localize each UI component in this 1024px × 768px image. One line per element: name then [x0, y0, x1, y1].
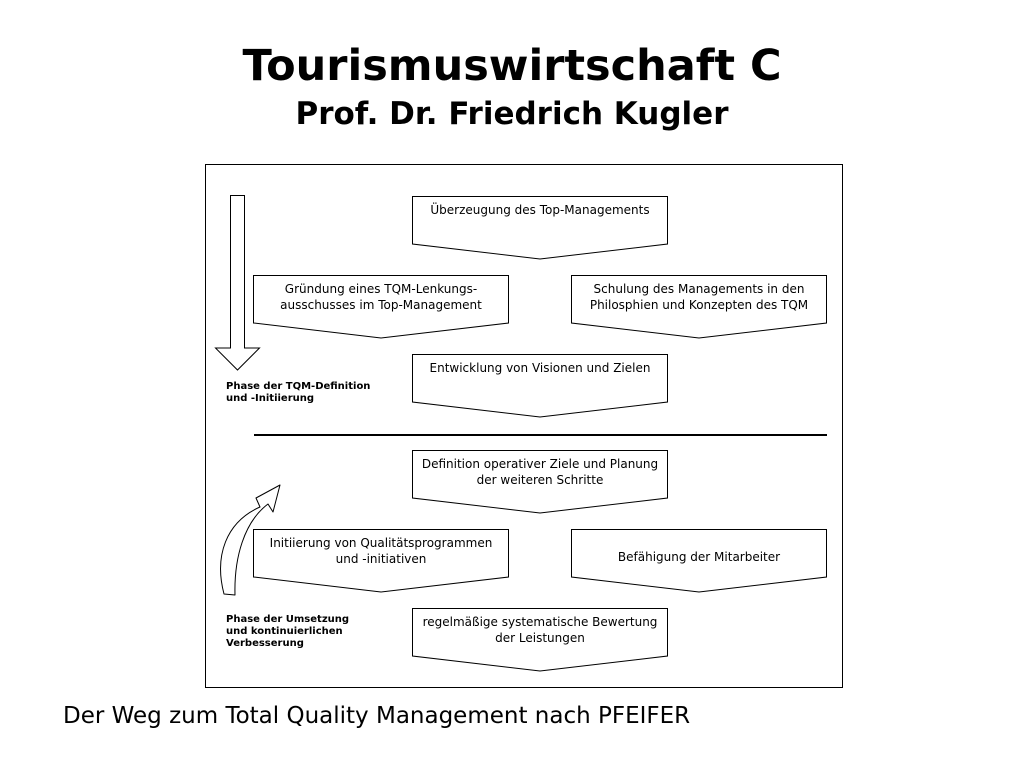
- phase-label-line: und kontinuierlichen: [226, 626, 343, 637]
- step-label-line: der Leistungen: [495, 631, 585, 645]
- step-tqm-steering-committee: Gründung eines TQM-Lenkungs- ausschusses…: [253, 275, 509, 341]
- step-label: Überzeugung des Top-Managements: [418, 202, 662, 218]
- phase-label-implementation: Phase der Umsetzung und kontinuierlichen…: [226, 614, 349, 650]
- step-box-shape: [412, 608, 668, 672]
- step-label-line: Schulung des Managements in den: [593, 282, 805, 296]
- step-box-shape: [412, 450, 668, 514]
- figure-caption: Der Weg zum Total Quality Management nac…: [63, 703, 691, 729]
- step-box-shape: [253, 529, 509, 593]
- step-box-shape: [571, 529, 827, 593]
- step-label-line: Gründung eines TQM-Lenkungs-: [284, 282, 478, 296]
- step-label-line: regelmäßige systematische Bewertung: [422, 615, 658, 629]
- phase-divider: [254, 434, 827, 436]
- step-performance-evaluation: regelmäßige systematische Bewertung der …: [412, 608, 668, 674]
- step-label-line: Philosphien und Konzepten des TQM: [589, 298, 809, 312]
- step-box-shape: [253, 275, 509, 339]
- phase-label-definition: Phase der TQM-Definition und -Initiierun…: [226, 381, 370, 405]
- step-box-shape: [571, 275, 827, 339]
- curved-arrow-icon: [220, 484, 281, 596]
- phase-label-line: und -Initiierung: [226, 393, 315, 404]
- phase-label-line: Phase der Umsetzung: [226, 614, 350, 625]
- step-label-line: Überzeugung des Top-Managements: [430, 203, 650, 217]
- down-arrow-icon: [214, 195, 261, 371]
- step-employee-empowerment: Befähigung der Mitarbeiter: [571, 529, 827, 595]
- step-label: Initiierung von Qualitätsprogrammen und …: [259, 535, 503, 567]
- step-label-line: ausschusses im Top-Management: [280, 298, 482, 312]
- step-box-shape: [412, 196, 668, 260]
- step-operative-goals: Definition operativer Ziele und Planung …: [412, 450, 668, 516]
- step-label: Definition operativer Ziele und Planung …: [418, 456, 662, 488]
- step-quality-programs: Initiierung von Qualitätsprogrammen und …: [253, 529, 509, 595]
- step-label: Gründung eines TQM-Lenkungs- ausschusses…: [259, 281, 503, 313]
- step-label-line: Initiierung von Qualitätsprogrammen: [269, 536, 493, 550]
- step-label-line: Entwicklung von Visionen und Zielen: [429, 361, 651, 375]
- step-management-training: Schulung des Managements in den Philosph…: [571, 275, 827, 341]
- step-label-line: Definition operativer Ziele und Planung: [421, 457, 659, 471]
- phase-label-line: Phase der TQM-Definition: [226, 381, 371, 392]
- step-label-line: der weiteren Schritte: [476, 473, 604, 487]
- step-label: Entwicklung von Visionen und Zielen: [418, 360, 662, 376]
- phase-label-line: Verbesserung: [226, 638, 304, 649]
- step-label-line: und -initiativen: [335, 552, 427, 566]
- step-label: regelmäßige systematische Bewertung der …: [418, 614, 662, 646]
- step-label-line: Befähigung der Mitarbeiter: [617, 550, 781, 564]
- step-top-management-conviction: Überzeugung des Top-Managements: [412, 196, 668, 262]
- step-box-shape: [412, 354, 668, 418]
- page-title: Tourismuswirtschaft C: [242, 41, 782, 91]
- step-label: Schulung des Managements in den Philosph…: [577, 281, 821, 313]
- step-label: Befähigung der Mitarbeiter: [577, 549, 821, 565]
- page-subtitle: Prof. Dr. Friedrich Kugler: [295, 96, 729, 132]
- step-visions-and-goals: Entwicklung von Visionen und Zielen: [412, 354, 668, 420]
